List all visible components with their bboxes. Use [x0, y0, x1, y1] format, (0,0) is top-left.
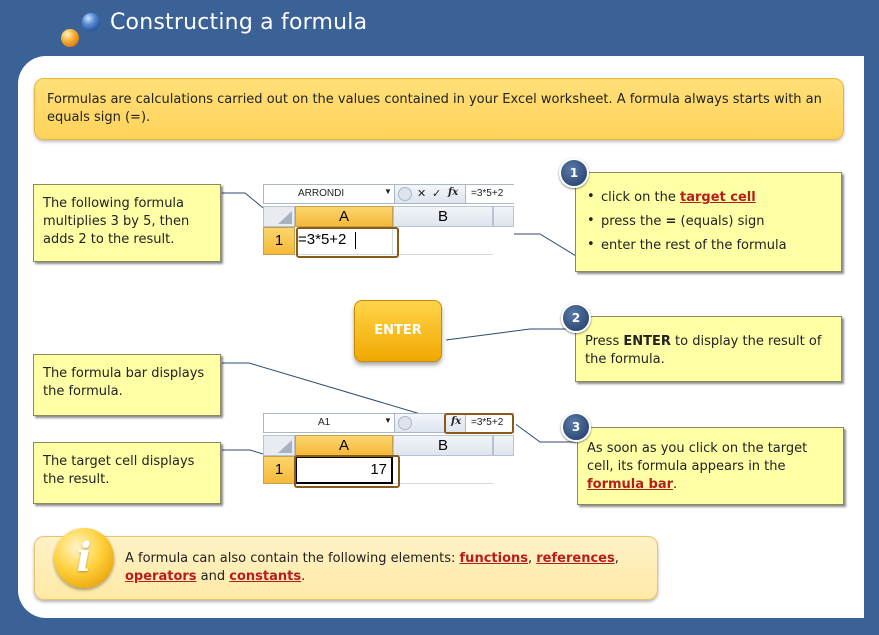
column-header-b[interactable]: B: [393, 206, 493, 227]
info-suffix: .: [301, 569, 306, 584]
step3-box: As soon as you click on the target cell,…: [577, 427, 844, 505]
column-header-a[interactable]: A: [295, 206, 393, 227]
note-target-cell: The target cell displays the result.: [33, 442, 221, 504]
name-box-result[interactable]: A1 ▼: [264, 414, 395, 432]
cell-a1-result-value: 17: [370, 461, 387, 478]
step1-b1-prefix: click on the: [601, 190, 680, 205]
note-target-cell-text: The target cell displays the result.: [43, 454, 195, 487]
chevron-down-icon[interactable]: ▼: [384, 416, 392, 425]
step2-box: Press ENTER to display the result of the…: [575, 316, 842, 382]
corner-triangle-icon: [278, 440, 292, 453]
page-title: Constructing a formula: [110, 10, 368, 35]
cell-b1[interactable]: [393, 227, 493, 255]
functions-link[interactable]: functions: [459, 551, 528, 566]
name-box[interactable]: ARRONDI ▼: [264, 185, 395, 203]
formula-input-result[interactable]: =3*5+2: [465, 414, 516, 432]
enter-button[interactable]: ENTER: [354, 300, 442, 362]
row-header-1-result[interactable]: 1: [263, 456, 295, 484]
name-box-value: ARRONDI: [298, 188, 345, 199]
row-header-1[interactable]: 1: [263, 227, 295, 255]
note-multiply-text: The following formula multiplies 3 by 5,…: [43, 196, 190, 247]
confirm-icon[interactable]: ✓: [432, 188, 442, 200]
target-cell-link[interactable]: target cell: [679, 190, 756, 205]
select-all-corner[interactable]: [263, 206, 295, 227]
step1-box: click on the target cell press the = (eq…: [575, 172, 842, 272]
select-all-corner-result[interactable]: [263, 435, 295, 456]
step2-suffix: to display the result of the formula.: [585, 334, 822, 367]
step3-suffix: .: [673, 477, 678, 492]
step1-bullet-3: enter the rest of the formula: [585, 236, 832, 255]
column-header-a-result[interactable]: A: [295, 435, 393, 456]
info-icon: i: [54, 528, 114, 588]
info-sep3: and: [196, 569, 230, 584]
step1-bullet-2: press the = (equals) sign: [585, 212, 832, 231]
connector-step2: [445, 328, 576, 341]
note-formula-bar-text: The formula bar displays the formula.: [43, 366, 205, 399]
formula-bar-row-result: A1 ▼ fx =3*5+2: [263, 413, 516, 433]
step1-b2-bold: =: [665, 214, 677, 229]
references-link[interactable]: references: [536, 551, 615, 566]
scroll-handle-icon: [398, 416, 412, 430]
formula-value: =3*5+2: [471, 188, 504, 199]
step1-badge: 1: [559, 158, 589, 188]
step2-badge: 2: [561, 303, 591, 333]
excel-snippet-result: A1 ▼ fx =3*5+2 A B 1 17: [263, 413, 516, 487]
connector-formula-bar: [222, 362, 445, 422]
column-header-b-result[interactable]: B: [393, 435, 493, 456]
cell-a1-result[interactable]: 17: [295, 456, 393, 484]
step2-prefix: Press: [585, 334, 624, 349]
fx-icon[interactable]: fx: [451, 416, 462, 427]
info-sep1: ,: [528, 551, 537, 566]
name-box-result-value: A1: [318, 417, 331, 428]
step1-bullet-1: click on the target cell: [585, 188, 832, 207]
intro-text: Formulas are calculations carried out on…: [47, 92, 822, 125]
corner-triangle-icon: [278, 211, 292, 224]
column-header-c-result[interactable]: [493, 435, 514, 456]
step3-prefix: As soon as you click on the target cell,…: [587, 441, 808, 474]
note-formula-bar: The formula bar displays the formula.: [33, 354, 221, 416]
text-cursor: [355, 232, 356, 249]
formula-result-value: =3*5+2: [471, 417, 504, 428]
info-box: A formula can also contain the following…: [34, 536, 658, 600]
step1-b2-prefix: press the: [601, 214, 666, 229]
cell-a1[interactable]: =3*5+2: [295, 227, 393, 255]
column-header-c[interactable]: [493, 206, 514, 227]
constants-link[interactable]: constants: [229, 569, 302, 584]
step3-badge: 3: [561, 412, 591, 442]
formula-bar-row: ARRONDI ▼ ✕ ✓ fx =3*5+2: [263, 184, 516, 204]
intro-box: Formulas are calculations carried out on…: [34, 78, 844, 140]
formula-bar-highlight-outline: [444, 413, 514, 434]
connector-step3: [513, 422, 576, 443]
step2-bold: ENTER: [623, 334, 671, 349]
cell-a1-value: =3*5+2: [298, 231, 347, 248]
operators-link[interactable]: operators: [125, 569, 197, 584]
cell-highlight-outline: [296, 227, 399, 258]
cell-b1-result[interactable]: [393, 456, 493, 484]
formula-input[interactable]: =3*5+2: [465, 185, 516, 203]
orange-orb-icon: [61, 29, 79, 47]
note-multiply: The following formula multiplies 3 by 5,…: [33, 184, 221, 262]
step1-b2-suffix: (equals) sign: [676, 214, 765, 229]
info-sep2: ,: [614, 551, 619, 566]
excel-snippet-editing: ARRONDI ▼ ✕ ✓ fx =3*5+2 A B 1 =3*5+2: [263, 184, 516, 260]
formula-bar-link[interactable]: formula bar: [587, 477, 674, 492]
cancel-icon[interactable]: ✕: [417, 188, 427, 200]
result-cell-highlight-outline: [294, 455, 400, 488]
chevron-down-icon[interactable]: ▼: [384, 187, 392, 196]
fx-icon[interactable]: fx: [448, 187, 459, 198]
blue-orb-icon: [82, 13, 100, 31]
scroll-handle-icon: [398, 187, 412, 201]
info-prefix: A formula can also contain the following…: [125, 551, 460, 566]
